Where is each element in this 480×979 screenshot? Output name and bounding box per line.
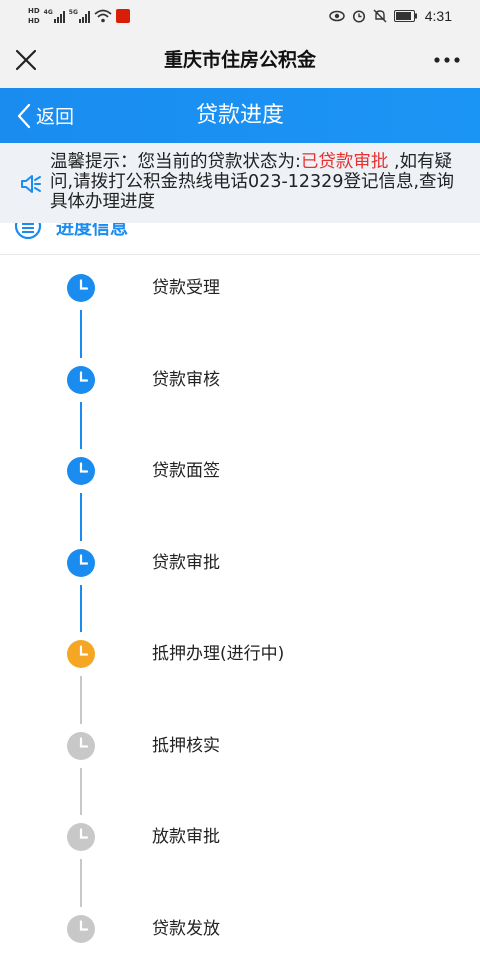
mute-icon <box>373 9 387 23</box>
network-label-1: 4G <box>43 9 53 16</box>
network-label-2: 5G <box>68 9 78 16</box>
clock-icon <box>67 731 95 760</box>
timeline-connector <box>80 859 82 907</box>
timeline-step: 贷款发放 <box>0 914 480 955</box>
notice-suffix: ,如有疑问,请拨打公积金热线电话023-12329登记信息,查询具体办理进度 <box>50 152 455 212</box>
back-button[interactable]: 返回 <box>16 88 74 143</box>
clock-hands <box>79 736 89 748</box>
timeline-step: 贷款审核 <box>0 365 480 406</box>
step-label: 放款审批 <box>152 827 220 847</box>
notice-status: 已贷款审批 <box>300 152 389 172</box>
clock-hands <box>79 462 89 473</box>
timeline-connector <box>80 676 82 724</box>
clock-icon <box>67 914 95 943</box>
signal-icon: 4G <box>44 9 65 23</box>
status-bar: HD HD 4G 5G <box>0 0 480 32</box>
status-right: 4:31 <box>329 6 452 26</box>
app-notification-icon <box>115 9 130 23</box>
timeline-connector <box>80 584 82 632</box>
hd-label-2: HD <box>28 17 40 25</box>
wechat-header: 重庆市住房公积金 <box>0 32 480 88</box>
progress-timeline: 贷款受理贷款审核贷款面签贷款审批抵押办理(进行中) 抵押核实放款审批贷款发放 <box>0 256 480 979</box>
step-label: 贷款审核 <box>152 369 220 390</box>
timeline-step: 抵押核实 <box>0 731 480 772</box>
step-label: 抵押核实 <box>152 735 220 756</box>
clock-icon <box>67 548 95 577</box>
timeline-step: 贷款受理 <box>0 274 480 314</box>
timeline-step: 贷款审批 <box>0 548 480 589</box>
timeline-step: 放款审批 <box>0 823 480 863</box>
timeline-connector <box>80 767 82 815</box>
clock-icon <box>67 640 95 668</box>
clock-icon <box>67 823 95 851</box>
speaker-icon <box>21 175 41 193</box>
wechat-title: 重庆市住房公积金 <box>163 49 316 71</box>
battery-icon <box>393 10 417 22</box>
list-icon <box>14 223 42 240</box>
clock-hands <box>79 828 89 839</box>
clock-hands <box>79 553 89 565</box>
page-title: 贷款进度 <box>195 103 284 128</box>
notice-prefix: 温馨提示：您当前的贷款状态为: <box>50 152 301 172</box>
alarm-icon <box>352 10 365 23</box>
clock-hands <box>79 279 89 290</box>
signal-icon-2: 5G <box>69 9 90 23</box>
clock-hands <box>79 370 89 382</box>
wifi-icon <box>94 9 112 23</box>
timeline-connector <box>80 493 82 541</box>
step-label: 贷款发放 <box>152 918 220 939</box>
notice-text: 温馨提示：您当前的贷款状态为:已贷款审批 ,如有疑问,请拨打公积金热线电话023… <box>50 152 470 212</box>
timeline-step: 抵押办理(进行中) <box>0 640 480 680</box>
notice-banner <box>0 143 480 223</box>
eye-icon <box>329 10 345 22</box>
clock-icon <box>67 274 95 302</box>
hd-indicator: HD HD <box>28 7 40 25</box>
clock-icon <box>67 457 95 485</box>
step-label: 贷款受理 <box>152 278 220 298</box>
timeline-connector <box>80 401 82 449</box>
back-label: 返回 <box>36 106 75 128</box>
hd-label-1: HD <box>28 7 40 15</box>
close-icon[interactable] <box>12 46 40 74</box>
step-label: 抵押办理(进行中) <box>152 644 285 664</box>
step-label: 贷款审批 <box>152 552 220 573</box>
clock: 4:31 <box>424 8 452 24</box>
clock-hands <box>79 919 89 931</box>
status-left: HD HD 4G 5G <box>28 4 130 28</box>
section-header: 进度信息 <box>0 223 480 255</box>
timeline-connector <box>80 310 82 358</box>
chevron-left-icon <box>17 103 31 128</box>
more-options-icon[interactable] <box>432 46 462 74</box>
clock-icon <box>67 365 95 394</box>
section-title: 进度信息 <box>56 223 128 239</box>
step-label: 贷款面签 <box>152 461 220 481</box>
app-header: 贷款进度 返回 <box>0 88 480 143</box>
clock-hands <box>79 645 89 656</box>
timeline-step: 贷款面签 <box>0 457 480 497</box>
